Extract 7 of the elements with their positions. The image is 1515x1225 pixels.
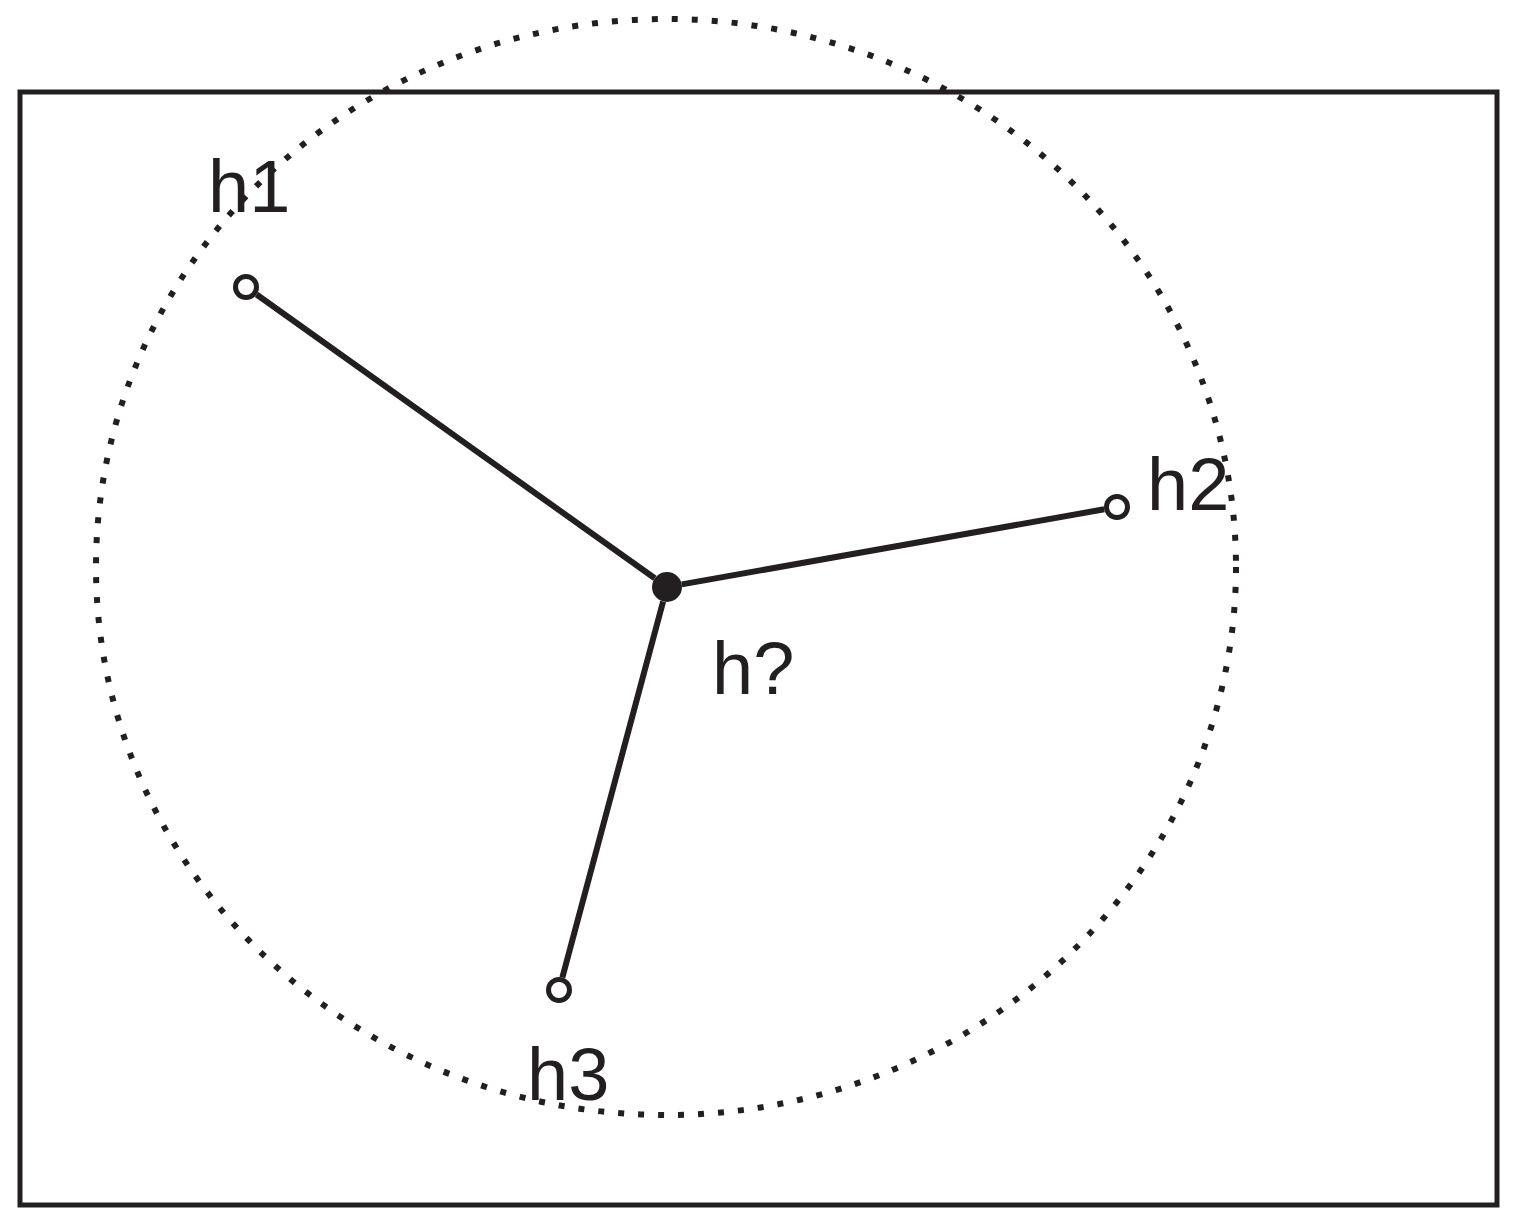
connector-line <box>559 600 666 979</box>
connector-line <box>254 292 657 581</box>
point-label: h1 <box>208 150 291 224</box>
point-label: h2 <box>1147 448 1230 522</box>
connector-line <box>681 506 1105 588</box>
point-label: h3 <box>527 1038 610 1112</box>
point-label: h? <box>712 632 795 706</box>
